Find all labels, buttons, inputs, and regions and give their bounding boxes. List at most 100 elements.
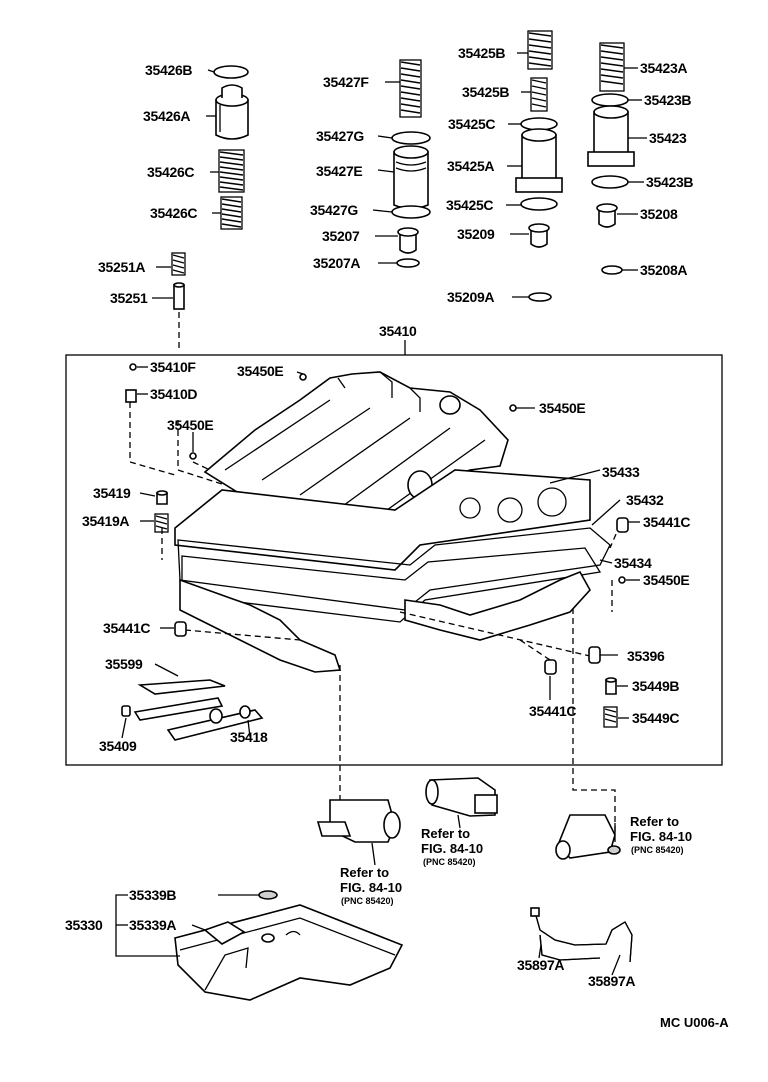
label-35410F: 35410F <box>150 359 196 375</box>
part-35427F-spring <box>399 59 422 118</box>
label-35450E-3: 35450E <box>539 400 585 416</box>
part-35209-plug <box>528 223 550 248</box>
svg-text:FIG. 84-10: FIG. 84-10 <box>630 829 692 844</box>
part-35207-plug <box>397 227 419 254</box>
part-35441C-check-3 <box>544 659 557 675</box>
reference-note-center: Refer to FIG. 84-10 (PNC 85420) <box>421 826 483 867</box>
part-35409-pin <box>121 705 131 717</box>
svg-text:(PNC 85420): (PNC 85420) <box>341 896 394 906</box>
label-35427G-2: 35427G <box>310 202 358 218</box>
label-35599: 35599 <box>105 656 143 672</box>
part-35208A-oring <box>601 265 623 275</box>
part-35427G-ring-top <box>391 131 431 145</box>
part-35897A-oil-tubes <box>530 907 633 963</box>
label-35450E-2: 35450E <box>167 417 213 433</box>
label-35419A: 35419A <box>82 513 129 529</box>
part-35425A-sleeve <box>515 128 563 193</box>
part-35441C-check-2 <box>174 621 187 637</box>
part-35599-detent-spring <box>133 679 226 721</box>
part-35423B-ring-bottom <box>591 175 629 189</box>
part-35251A-spring <box>171 252 186 276</box>
label-35449C: 35449C <box>632 710 679 726</box>
label-35423B-1: 35423B <box>644 92 691 108</box>
label-35434: 35434 <box>614 555 652 571</box>
part-35207A-oring <box>396 258 420 268</box>
part-35449B-plug <box>605 677 617 695</box>
part-35419A-spring <box>154 513 169 533</box>
reference-note-right: Refer to FIG. 84-10 (PNC 85420) <box>630 814 692 855</box>
label-35427E: 35427E <box>316 163 362 179</box>
part-35441C-check-1 <box>616 517 629 533</box>
label-35251: 35251 <box>110 290 148 306</box>
part-35396-plug <box>588 646 601 664</box>
label-35897A-2: 35897A <box>588 973 635 989</box>
label-35209A: 35209A <box>447 289 494 305</box>
part-35423A-spring <box>599 42 625 92</box>
label-35208A: 35208A <box>640 262 687 278</box>
label-35208: 35208 <box>640 206 678 222</box>
label-35207A: 35207A <box>313 255 360 271</box>
label-35330: 35330 <box>65 917 103 933</box>
part-35419-plug <box>156 490 168 505</box>
label-35427G-1: 35427G <box>316 128 364 144</box>
label-35449B: 35449B <box>632 678 679 694</box>
solenoid-right <box>555 814 621 860</box>
solenoid-left <box>316 799 401 843</box>
part-35426C-spring-large <box>218 149 245 193</box>
label-35426A: 35426A <box>143 108 190 124</box>
part-35209A-oring <box>528 292 552 302</box>
part-35418-manual-valve <box>166 705 264 741</box>
svg-text:(PNC 85420): (PNC 85420) <box>631 845 684 855</box>
label-35433: 35433 <box>602 464 640 480</box>
part-35432-plate <box>177 527 611 611</box>
leader-lines <box>115 52 647 976</box>
part-35251-pin <box>173 282 185 310</box>
svg-text:(PNC 85420): (PNC 85420) <box>423 857 476 867</box>
valve-body-frame <box>65 354 723 766</box>
part-35427G-ring-bottom <box>391 205 431 219</box>
label-35410: 35410 <box>379 323 417 339</box>
part-35450E-ball-1 <box>299 373 307 381</box>
label-35409: 35409 <box>99 738 137 754</box>
label-35425C-1: 35425C <box>448 116 495 132</box>
part-35410F-ball <box>129 363 137 371</box>
part-35425B-spring-bottom <box>530 77 548 112</box>
part-35427E-sleeve <box>393 145 429 210</box>
solenoid-center <box>425 777 498 817</box>
label-35423A: 35423A <box>640 60 687 76</box>
svg-text:Refer to: Refer to <box>340 865 389 880</box>
label-35207: 35207 <box>322 228 360 244</box>
part-35330-oil-strainer <box>174 904 404 1001</box>
label-35426C-2: 35426C <box>150 205 197 221</box>
svg-text:FIG. 84-10: FIG. 84-10 <box>340 880 402 895</box>
label-35339B: 35339B <box>129 887 176 903</box>
part-35425C-ring-bottom <box>520 197 558 211</box>
label-35251A: 35251A <box>98 259 145 275</box>
label-35418: 35418 <box>230 729 268 745</box>
svg-text:FIG. 84-10: FIG. 84-10 <box>421 841 483 856</box>
part-35450E-ball-3 <box>509 404 517 412</box>
svg-text:Refer to: Refer to <box>630 814 679 829</box>
part-35425B-spring-top <box>527 30 553 70</box>
part-35426B-ring <box>213 65 249 79</box>
reference-note-left: Refer to FIG. 84-10 (PNC 85420) <box>340 865 402 906</box>
part-35434-gasket <box>181 547 602 623</box>
part-35410-valve-body-lower <box>179 570 591 673</box>
part-35450E-ball-2 <box>189 452 197 460</box>
label-35425B-2: 35425B <box>462 84 509 100</box>
svg-text:Refer to: Refer to <box>421 826 470 841</box>
label-35441C-1: 35441C <box>643 514 690 530</box>
label-35423: 35423 <box>649 130 687 146</box>
figure-code: MC U006-A <box>660 1015 729 1030</box>
part-35426C-spring-small <box>220 196 243 230</box>
label-35396: 35396 <box>627 648 665 664</box>
label-35339A: 35339A <box>129 917 176 933</box>
label-35423B-2: 35423B <box>646 174 693 190</box>
label-35426B: 35426B <box>145 62 192 78</box>
label-35441C-3: 35441C <box>529 703 576 719</box>
part-35410D-plug <box>125 389 137 403</box>
part-35423-sleeve <box>587 105 635 167</box>
part-35450E-ball-4 <box>618 576 626 584</box>
part-35426A-plunger <box>215 84 249 140</box>
